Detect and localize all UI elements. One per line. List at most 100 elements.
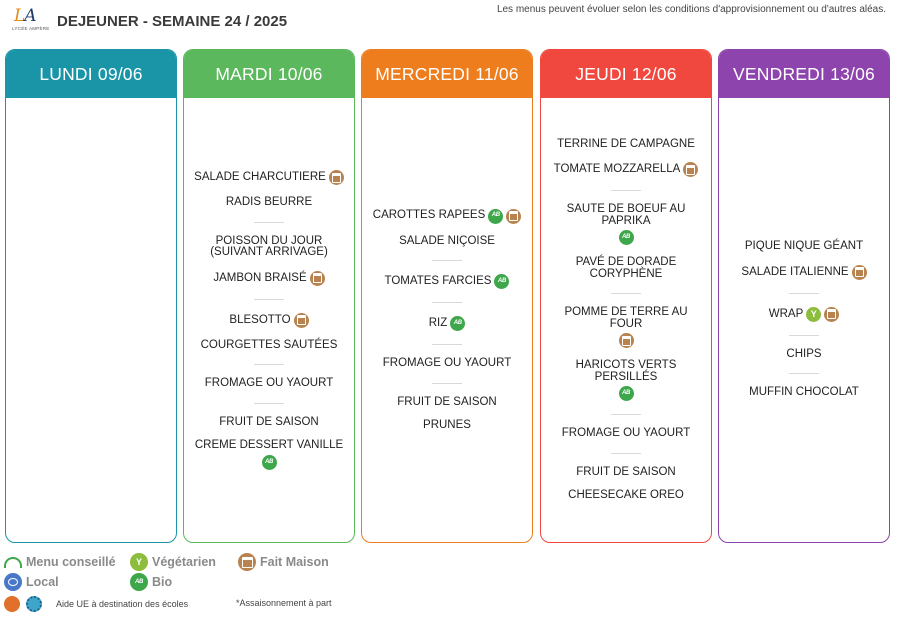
course-divider: [432, 260, 462, 261]
bio-icon: [261, 454, 277, 470]
menu-item: RIZ: [429, 316, 466, 331]
legend-label: Menu conseillé: [26, 555, 116, 569]
fait-maison-icon: [506, 208, 522, 224]
fait-maison-icon: [851, 264, 867, 280]
menu-item: POISSON DU JOUR (SUIVANT ARRIVAGE): [190, 235, 348, 259]
bio-icon: [618, 230, 634, 245]
menu-item: BLESOTTO: [229, 312, 309, 328]
bio-icon: [450, 316, 466, 331]
menu-item-name: FRUIT DE SAISON: [397, 395, 497, 408]
menu-item: JAMBON BRAISÉ: [213, 270, 325, 286]
legend: Menu conseillé Végétarien Fait Maison Lo…: [0, 550, 900, 634]
day-column-lundi: LUNDI 09/06: [5, 49, 177, 543]
menu-item-name: FRUIT DE SAISON: [576, 465, 676, 478]
menu-item-name: HARICOTS VERTS PERSILLÉS: [575, 359, 677, 383]
course-divider: [254, 298, 284, 300]
menu-item: SAUTE DE BOEUF AU PAPRIKA: [547, 203, 705, 245]
day-menu-list: TERRINE DE CAMPAGNE TOMATE MOZZARELLA SAUT…: [541, 98, 711, 542]
course-divider: [789, 334, 819, 336]
legend-label: Végétarien: [152, 555, 216, 569]
menu-item-name: FRUIT DE SAISON: [219, 415, 319, 428]
course-divider: [611, 414, 641, 415]
course-divider: [254, 364, 284, 366]
menu-item: PRUNES: [423, 419, 471, 432]
menu-item-name: MUFFIN CHOCOLAT: [749, 386, 859, 399]
menu-item-name: CAROTTES RAPEES: [372, 209, 486, 222]
day-menu-list: CAROTTES RAPEES SALADE NIÇOISE TOMATES FAR…: [362, 98, 532, 542]
course-divider: [611, 452, 641, 454]
legend-aide-ue: Aide UE à destination des écoles: [4, 596, 188, 612]
menu-item: TOMATES FARCIES: [385, 274, 510, 289]
course-divider: [789, 292, 819, 294]
legend-label: Aide UE à destination des écoles: [56, 599, 189, 609]
legend-label: *Assaisonnement à part: [236, 598, 332, 608]
menu-item: SALADE ITALIENNE: [741, 264, 867, 280]
menu-item: HARICOTS VERTS PERSILLÉS: [547, 359, 705, 401]
menu-item: TERRINE DE CAMPAGNE: [557, 137, 695, 151]
bio-icon: [488, 208, 504, 224]
menu-item: PAVÉ DE DORADE CORYPHÈNE: [547, 256, 705, 280]
fait-maison-icon: [683, 162, 699, 177]
menu-item-name: RIZ: [428, 316, 448, 329]
bio-icon: [130, 573, 148, 591]
logo-subtitle: LYCÉE AMPÈRE: [12, 26, 50, 31]
menu-item-name: CHIPS: [786, 347, 822, 360]
menu-item-name: RADIS BEURRE: [225, 196, 313, 209]
fait-maison-icon: [309, 270, 325, 286]
menu-item-name: TERRINE DE CAMPAGNE: [557, 137, 695, 150]
menu-item: RADIS BEURRE: [226, 197, 312, 209]
legend-assaisonnement: *Assaisonnement à part: [236, 598, 332, 608]
menu-item-name: JAMBON BRAISÉ: [213, 271, 307, 284]
menu-item-name: PAVÉ DE DORADE CORYPHÈNE: [575, 256, 677, 280]
day-header: MARDI 10/06: [184, 50, 354, 98]
eu-stars-icon: [26, 596, 42, 612]
menu-item-name: FROMAGE OU YAOURT: [561, 427, 691, 439]
menu-item-name: WRAP: [768, 307, 804, 320]
menu-item-name: TOMATE MOZZARELLA: [553, 162, 681, 175]
course-divider: [432, 382, 462, 384]
day-header: VENDREDI 13/06: [719, 50, 889, 98]
menu-item: CHIPS: [786, 347, 822, 361]
bio-icon: [494, 274, 510, 289]
day-menu-list: PIQUE NIQUE GÉANT SALADE ITALIENNE WRAP CHI…: [719, 98, 889, 542]
menu-item-name: BLESOTTO: [229, 313, 291, 326]
legend-menu-conseille: Menu conseillé: [4, 553, 116, 571]
course-divider: [611, 190, 641, 191]
day-menu-list: [6, 98, 176, 542]
menu-item: MUFFIN CHOCOLAT: [749, 387, 859, 399]
course-divider: [254, 402, 284, 404]
menu-item-name: SALADE NIÇOISE: [399, 234, 495, 247]
legend-label: Fait Maison: [260, 555, 329, 569]
menu-item-name: SAUTE DE BOEUF AU PAPRIKA: [566, 203, 686, 227]
logo-mark: LA: [14, 6, 37, 26]
menu-item: SALADE NIÇOISE: [399, 234, 495, 248]
menu-item: PIQUE NIQUE GÉANT: [745, 241, 863, 253]
legend-bio: Bio: [130, 573, 172, 591]
legend-label: Local: [26, 575, 59, 589]
legend-fait-maison: Fait Maison: [238, 553, 329, 571]
legend-local: Local: [4, 573, 59, 591]
menu-item-name: COURGETTES SAUTÉES: [200, 338, 338, 351]
menu-item: COURGETTES SAUTÉES: [200, 338, 338, 352]
day-header: JEUDI 12/06: [541, 50, 711, 98]
header: LA LYCÉE AMPÈRE DEJEUNER - SEMAINE 24 / …: [0, 0, 900, 44]
menu-item: FRUIT DE SAISON: [397, 395, 497, 409]
page-title: DEJEUNER - SEMAINE 24 / 2025: [57, 13, 288, 30]
course-divider: [432, 344, 462, 345]
menu-item-name: POMME DE TERRE AU FOUR: [564, 306, 688, 330]
fait-maison-icon: [238, 553, 256, 571]
course-divider: [432, 302, 462, 303]
day-header: MERCREDI 11/06: [362, 50, 532, 98]
fait-maison-icon: [824, 306, 840, 322]
legend-vegetarien: Végétarien: [130, 553, 216, 571]
menu-item-name: CHEESECAKE OREO: [568, 489, 684, 501]
local-icon: [4, 573, 22, 591]
bio-icon: [618, 386, 634, 401]
menu-item: FRUIT DE SAISON: [219, 415, 319, 429]
course-divider: [254, 221, 284, 223]
